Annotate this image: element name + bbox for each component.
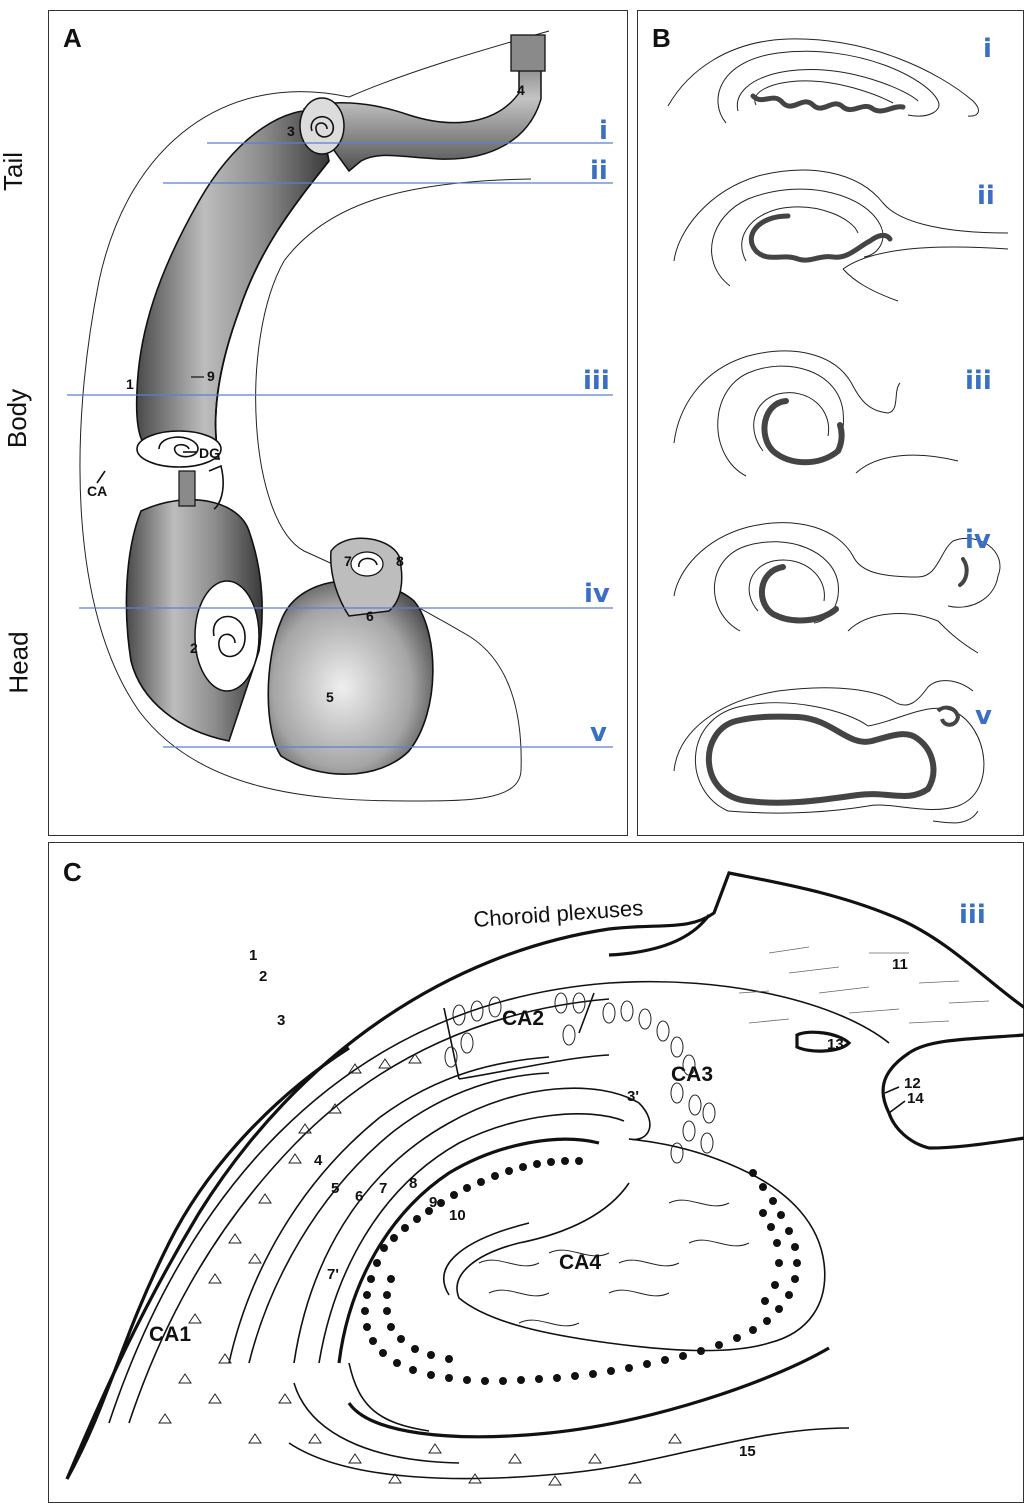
level-label-iv: iv (584, 579, 610, 609)
level-label-v: v (590, 718, 607, 748)
level-label-i: i (599, 116, 608, 146)
panel-b: B (637, 10, 1024, 836)
b-level-label-iv: iv (965, 525, 991, 555)
c-label-13: 13 (827, 1036, 844, 1053)
label-dg: DG (199, 445, 220, 461)
side-label-body: Body (2, 389, 33, 448)
side-label-tail: Tail (0, 152, 29, 191)
c-label-9: 9 (429, 1194, 437, 1211)
panel-c-illustration: iii Choroid plexuses CA1 CA2 CA3 CA4 1 2… (49, 843, 1024, 1504)
c-level-label-iii: iii (959, 900, 986, 930)
label-3: 3 (287, 123, 295, 139)
section-ii (674, 170, 1008, 301)
section-iv (674, 523, 1000, 653)
b-level-label-iii: iii (965, 366, 992, 396)
panel-b-illustration: i ii iii iv v (638, 11, 1024, 837)
c-label-7: 7 (379, 1180, 387, 1197)
c-label-3: 3 (277, 1012, 285, 1029)
panel-c: C (48, 842, 1024, 1503)
fibre-hatch (739, 947, 989, 1023)
level-label-ii: ii (590, 156, 608, 186)
side-label-head: Head (4, 631, 35, 693)
label-ca: CA (87, 483, 107, 499)
section-iii (674, 351, 958, 476)
label-ca3: CA3 (671, 1063, 713, 1086)
c-label-10: 10 (449, 1207, 466, 1224)
b-level-label-ii: ii (977, 181, 995, 211)
label-ca2: CA2 (502, 1007, 544, 1030)
section-i-dentate (753, 96, 903, 111)
ca4-cells (479, 1200, 749, 1326)
c-label-14: 14 (907, 1090, 924, 1107)
section-iii-dentate (764, 401, 841, 462)
c-label-15: 15 (739, 1443, 756, 1460)
c-label-4: 4 (314, 1152, 323, 1169)
label-2: 2 (190, 640, 198, 656)
label-8: 8 (396, 553, 404, 569)
section-ii-dentate (751, 216, 890, 260)
label-4: 4 (517, 82, 525, 98)
ca1-cells (159, 1054, 681, 1485)
panel-a: A (48, 10, 628, 836)
label-9: 9 (207, 368, 215, 384)
b-level-label-i: i (983, 34, 992, 64)
section-i (668, 39, 978, 123)
c-label-7prime: 7' (327, 1266, 339, 1283)
c-label-5: 5 (331, 1180, 339, 1197)
c-label-1: 1 (249, 947, 257, 964)
label-7: 7 (344, 553, 352, 569)
label-ca1: CA1 (149, 1323, 191, 1346)
c-label-8: 8 (409, 1175, 417, 1192)
c-label-11: 11 (892, 956, 908, 973)
label-5: 5 (326, 689, 334, 705)
tail-tube (304, 39, 541, 171)
section-iv-dentate (762, 567, 836, 620)
panel-a-illustration: i ii iii iv v 1 2 3 4 5 6 7 8 9 DG CA (49, 11, 629, 837)
label-ca4: CA4 (559, 1251, 601, 1274)
level-label-iii: iii (583, 366, 610, 396)
c-label-3prime: 3' (627, 1088, 639, 1105)
b-level-label-v: v (975, 701, 992, 731)
body-tube (137, 110, 329, 459)
c-label-2: 2 (259, 968, 267, 985)
section-v-dentate (709, 717, 934, 803)
c-label-6: 6 (355, 1188, 363, 1205)
label-6: 6 (366, 608, 374, 624)
label-1: 1 (126, 376, 134, 392)
